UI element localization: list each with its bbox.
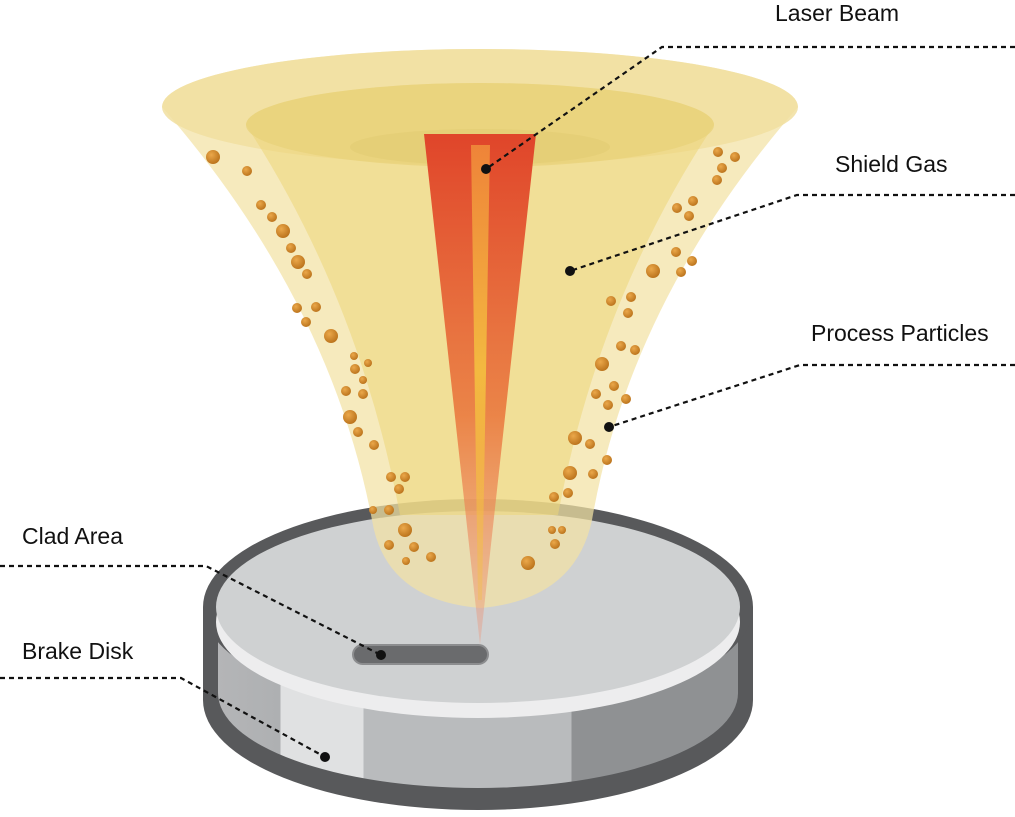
laser-beam-dot	[481, 164, 491, 174]
shield-gas-inner-top	[246, 83, 714, 167]
particle	[563, 466, 577, 480]
particle	[267, 212, 277, 222]
particle	[394, 484, 404, 494]
particle	[606, 296, 616, 306]
particle	[369, 506, 377, 514]
brake-disk-leader	[0, 676, 326, 758]
particle	[242, 166, 252, 176]
particle	[568, 431, 582, 445]
particle	[286, 243, 296, 253]
particle	[353, 427, 363, 437]
particle	[386, 472, 396, 482]
particle	[350, 352, 358, 360]
process-particles-label: Process Particles	[811, 320, 989, 346]
particle	[671, 247, 681, 257]
particle	[302, 269, 312, 279]
particle	[730, 152, 740, 162]
particle	[688, 196, 698, 206]
particle	[341, 386, 351, 396]
particle	[623, 308, 633, 318]
particle	[358, 389, 368, 399]
clad-area-dot	[376, 650, 386, 660]
particle	[291, 255, 305, 269]
particle	[687, 256, 697, 266]
leader-lines	[0, 45, 1015, 758]
particle	[550, 539, 560, 549]
particle	[626, 292, 636, 302]
particle	[369, 440, 379, 450]
particle	[364, 359, 372, 367]
particle	[409, 542, 419, 552]
brake-disk-label: Brake Disk	[22, 638, 134, 664]
particle	[343, 410, 357, 424]
particle	[563, 488, 573, 498]
particle	[646, 264, 660, 278]
particle	[676, 267, 686, 277]
particle	[398, 523, 412, 537]
particle	[672, 203, 682, 213]
laser-beam-core	[471, 145, 490, 600]
particle	[359, 376, 367, 384]
particle	[713, 147, 723, 157]
process-particles-leader	[608, 363, 1015, 429]
particle	[256, 200, 266, 210]
particle	[549, 492, 559, 502]
particle	[350, 364, 360, 374]
process-particles	[206, 147, 740, 570]
brake-disk-dot	[320, 752, 330, 762]
laser-beam	[424, 134, 536, 645]
clad-area-leader	[0, 564, 382, 656]
particle	[591, 389, 601, 399]
particle	[324, 329, 338, 343]
particle	[585, 439, 595, 449]
particle	[684, 211, 694, 221]
particle	[402, 557, 410, 565]
particle	[630, 345, 640, 355]
particle	[609, 381, 619, 391]
particle	[384, 505, 394, 515]
particle	[384, 540, 394, 550]
shield-gas-leader	[569, 193, 1015, 273]
clad-area	[352, 644, 489, 665]
particle	[712, 175, 722, 185]
laser-beam-leader	[485, 45, 1015, 170]
particle	[717, 163, 727, 173]
particle	[558, 526, 566, 534]
particle	[206, 150, 220, 164]
particle	[595, 357, 609, 371]
shield-gas-dot	[565, 266, 575, 276]
clad-area-label: Clad Area	[22, 523, 124, 549]
particle	[426, 552, 436, 562]
laser-beam-label: Laser Beam	[775, 0, 900, 26]
particle	[521, 556, 535, 570]
particle	[301, 317, 311, 327]
particle	[311, 302, 321, 312]
particle	[292, 303, 302, 313]
particle	[400, 472, 410, 482]
particle	[603, 400, 613, 410]
process-particles-dot	[604, 422, 614, 432]
particle	[548, 526, 556, 534]
particle	[602, 455, 612, 465]
particle	[621, 394, 631, 404]
shield-gas-label: Shield Gas	[835, 151, 948, 177]
particle	[616, 341, 626, 351]
leader-dots	[320, 164, 614, 762]
particle	[588, 469, 598, 479]
particle	[276, 224, 290, 238]
